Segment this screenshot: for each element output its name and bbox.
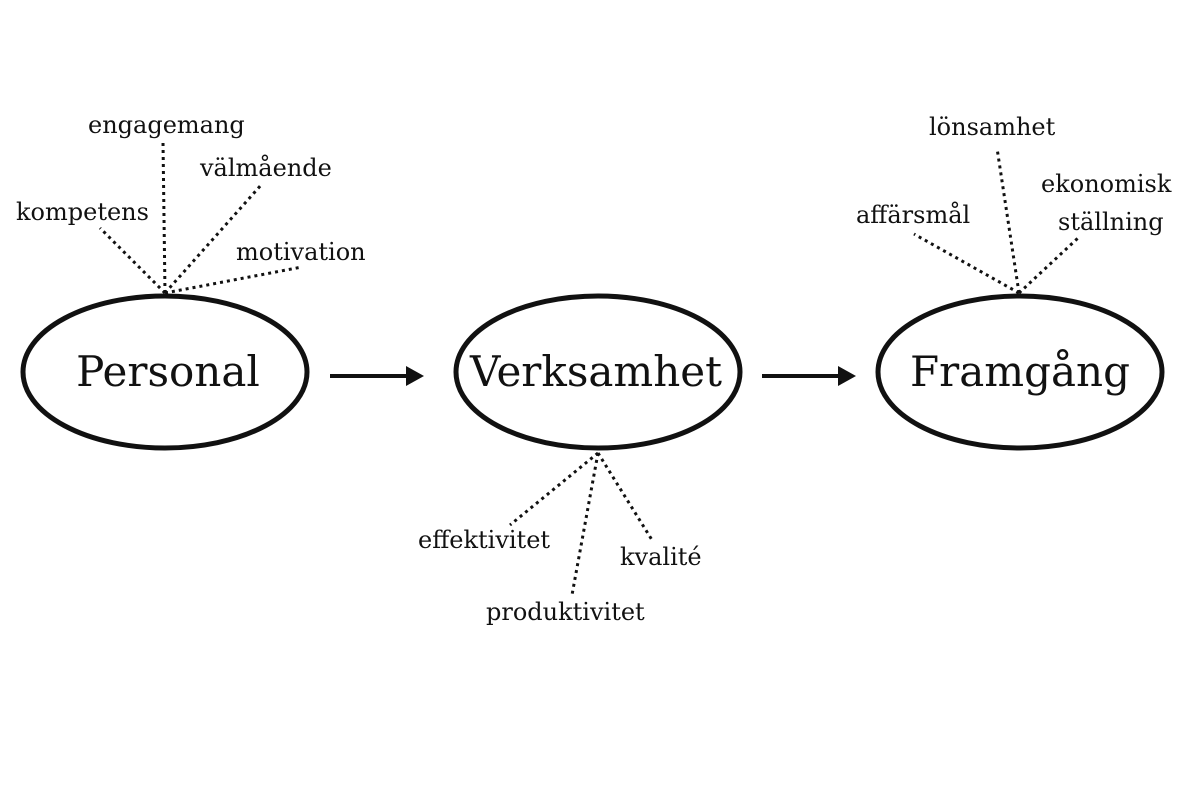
attr-engagemang: engagemang — [88, 111, 245, 139]
node-verksamhet: effektivitet produktivitet kvalité Verks… — [418, 293, 743, 626]
ray-kompetens — [98, 226, 167, 295]
attr-kompetens: kompetens — [16, 198, 149, 226]
ray-lonsamhet — [995, 147, 1021, 294]
attr-valmaende: välmående — [199, 153, 332, 182]
node-personal-ellipse — [20, 293, 310, 451]
attr-ekonomisk: ekonomisk — [1041, 170, 1172, 198]
node-framgang-ellipse — [875, 293, 1165, 451]
ray-kvalite — [596, 452, 654, 541]
ray-produktivitet — [570, 452, 600, 596]
node-verksamhet-label: Verksamhet — [469, 347, 722, 396]
ray-effektivitet — [509, 451, 599, 527]
arrow-personal-to-verksamhet — [330, 366, 424, 386]
node-framgang: affärsmål lönsamhet ekonomisk ställning … — [856, 113, 1172, 451]
attr-motivation: motivation — [236, 238, 366, 266]
attr-lonsamhet: lönsamhet — [929, 113, 1056, 141]
attr-affarsmal: affärsmål — [856, 200, 970, 229]
arrow-head — [838, 366, 856, 386]
attr-kvalite: kvalité — [620, 543, 702, 571]
node-personal: kompetens engagemang välmående motivatio… — [16, 111, 366, 451]
attr-stallning: ställning — [1058, 208, 1164, 236]
ray-motivation — [164, 265, 303, 295]
ray-ekonomisk-stallning — [1017, 236, 1080, 295]
node-framgang-label: Framgång — [910, 347, 1130, 396]
arrow-verksamhet-to-framgang — [762, 366, 856, 386]
node-verksamhet-ellipse — [453, 293, 743, 451]
ray-engagemang — [161, 141, 167, 294]
attr-effektivitet: effektivitet — [418, 526, 550, 554]
node-personal-label: Personal — [76, 347, 260, 396]
ray-valmaende — [163, 183, 264, 294]
ray-affarsmal — [913, 232, 1020, 295]
arrow-head — [406, 366, 424, 386]
attr-produktivitet: produktivitet — [486, 598, 645, 626]
